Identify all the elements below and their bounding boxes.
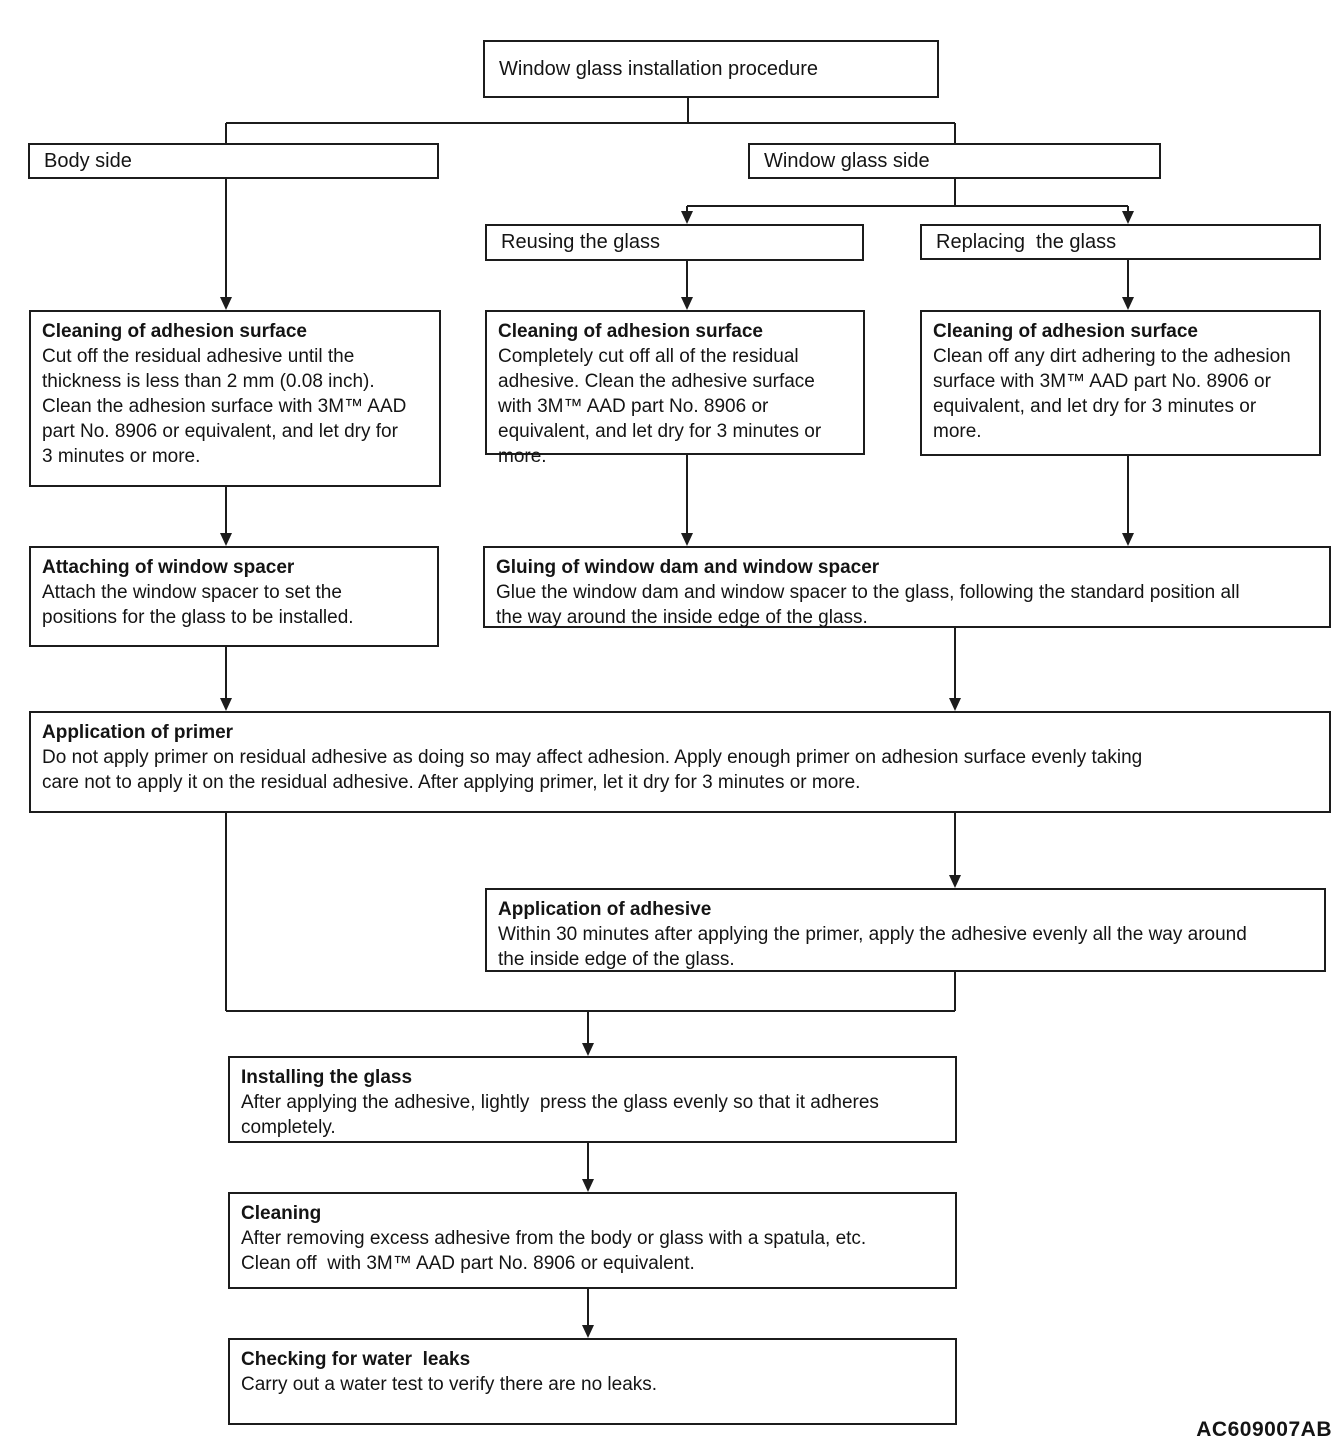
figure-code: AC609007AB [1196, 1418, 1332, 1441]
flow-node-cleaning-body-side: Cleaning of adhesion surface Cut off the… [29, 310, 441, 487]
node-body: Within 30 minutes after applying the pri… [498, 924, 1247, 970]
arrowhead [949, 875, 961, 888]
node-title: Application of primer [42, 722, 234, 743]
flow-node-installing-glass: Installing the glass After applying the … [228, 1056, 957, 1143]
arrowheads [220, 211, 1134, 1338]
flow-node-reusing-glass: Reusing the glass [485, 224, 864, 261]
flow-node-body-side-label: Body side [44, 149, 132, 172]
flow-node-gluing-dam-spacer: Gluing of window dam and window spacer G… [483, 546, 1331, 628]
flow-node-cleaning-replace: Cleaning of adhesion surface Clean off a… [920, 310, 1321, 456]
arrowhead [220, 698, 232, 711]
arrowhead [582, 1325, 594, 1338]
node-title: Cleaning of adhesion surface [42, 321, 307, 342]
arrowhead [582, 1179, 594, 1192]
node-body: Cut off the residual adhesive until the … [42, 346, 407, 467]
node-title: Cleaning of adhesion surface [498, 321, 763, 342]
flow-node-replacing-glass: Replacing the glass [920, 224, 1321, 260]
node-body: After applying the adhesive, lightly pre… [241, 1092, 879, 1138]
arrowhead [582, 1043, 594, 1056]
flow-node-cleaning-reuse: Cleaning of adhesion surface Completely … [485, 310, 865, 467]
node-body: Glue the window dam and window spacer to… [496, 582, 1240, 628]
arrowhead [1122, 211, 1134, 224]
flow-node-cleaning-final: Cleaning After removing excess adhesive … [228, 1192, 957, 1289]
flow-node-attaching-spacer: Attaching of window spacer Attach the wi… [29, 546, 439, 647]
flow-node-replacing-glass-label: Replacing the glass [936, 230, 1117, 253]
flow-node-application-adhesive: Application of adhesive Within 30 minute… [485, 888, 1326, 972]
arrowhead [681, 211, 693, 224]
node-body: Clean off any dirt adhering to the adhes… [933, 346, 1291, 442]
flow-node-application-primer: Application of primer Do not apply prime… [29, 711, 1331, 813]
node-title: Installing the glass [241, 1067, 413, 1088]
arrowhead [1122, 533, 1134, 546]
arrowhead [681, 297, 693, 310]
flow-node-water-leak-check: Checking for water leaks Carry out a wat… [228, 1338, 957, 1425]
node-body: Do not apply primer on residual adhesive… [42, 747, 1143, 793]
flow-node-window-glass-side-label: Window glass side [764, 149, 930, 172]
node-body: Completely cut off all of the residual a… [498, 346, 822, 467]
node-title: Gluing of window dam and window spacer [496, 557, 880, 578]
flow-node-root: Window glass installation procedure [483, 40, 939, 98]
flow-node-root-label: Window glass installation procedure [499, 57, 819, 80]
node-title: Cleaning [241, 1203, 322, 1224]
node-title: Attaching of window spacer [42, 557, 295, 578]
node-body: Carry out a water test to verify there a… [241, 1374, 658, 1395]
arrowhead [1122, 297, 1134, 310]
arrowhead [220, 533, 232, 546]
arrowhead [949, 698, 961, 711]
connector-lines [225, 98, 1129, 1326]
flow-node-body-side: Body side [28, 143, 439, 179]
node-title: Checking for water leaks [241, 1349, 471, 1370]
node-body: After removing excess adhesive from the … [241, 1228, 867, 1274]
flow-node-reusing-glass-label: Reusing the glass [501, 231, 660, 253]
node-title: Application of adhesive [498, 899, 712, 920]
arrowhead [220, 297, 232, 310]
arrowhead [681, 533, 693, 546]
node-body: Attach the window spacer to set the posi… [42, 582, 354, 628]
flow-node-window-glass-side: Window glass side [748, 143, 1161, 179]
node-title: Cleaning of adhesion surface [933, 321, 1198, 342]
